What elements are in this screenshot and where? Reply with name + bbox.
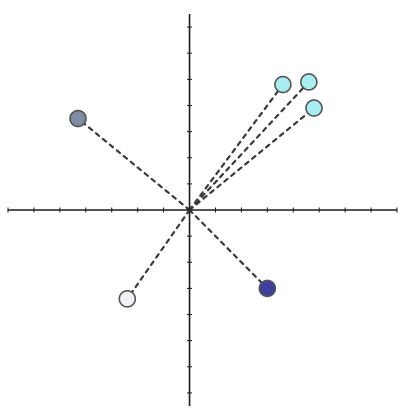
vector-line-3 bbox=[188, 106, 316, 212]
vector-line-5 bbox=[126, 208, 191, 300]
data-point-6 bbox=[258, 279, 277, 298]
data-point-4 bbox=[69, 109, 87, 128]
data-point-2 bbox=[300, 73, 318, 91]
vector-line-1 bbox=[188, 83, 284, 212]
data-point-1 bbox=[274, 75, 292, 94]
vector-line-6 bbox=[188, 208, 269, 290]
origin-point bbox=[187, 207, 193, 213]
vector-line-4 bbox=[76, 117, 191, 212]
vector-line-2 bbox=[188, 80, 310, 212]
data-point-5 bbox=[118, 290, 137, 308]
data-point-3 bbox=[305, 99, 323, 117]
